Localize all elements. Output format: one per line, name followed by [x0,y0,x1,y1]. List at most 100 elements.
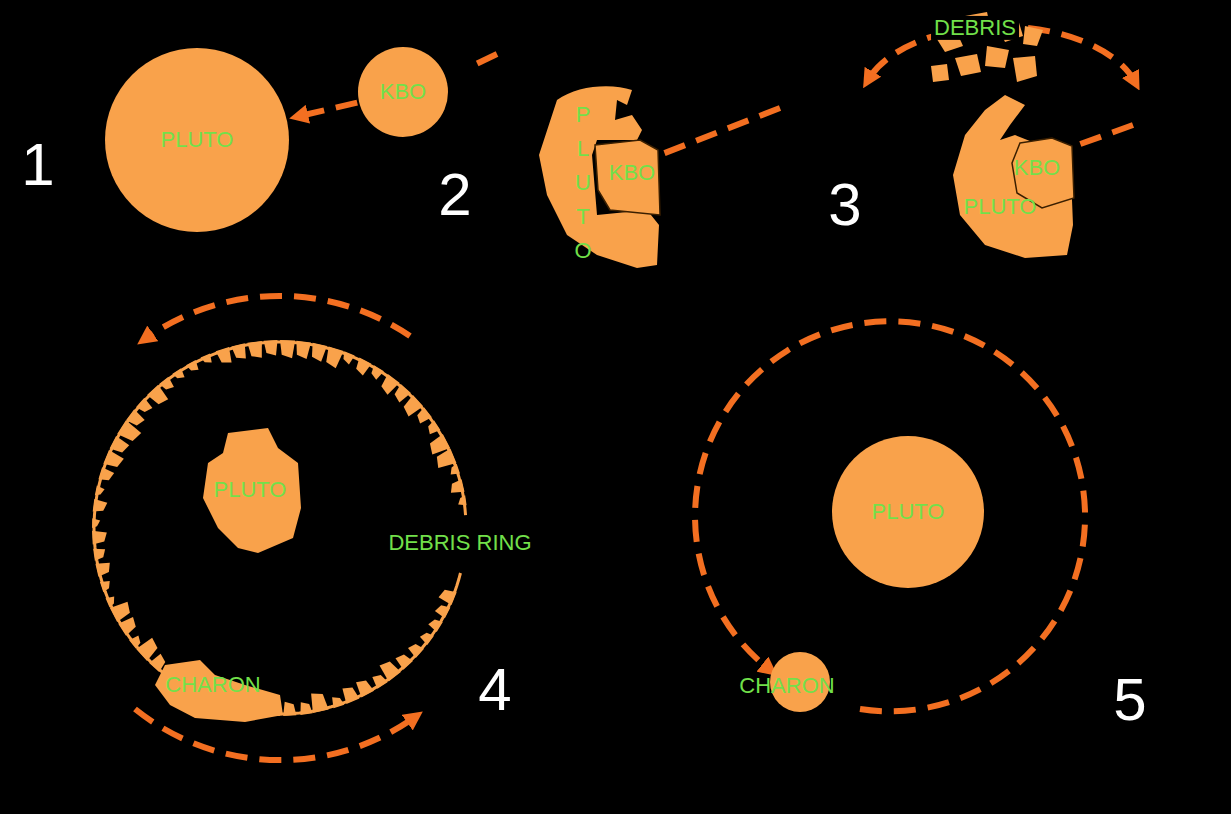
node-label: PLUTO [214,478,287,502]
merged-body [953,95,1073,258]
orbit-arrow [145,296,410,339]
ring-fragment [417,407,432,423]
merged-body: PLUTO KBO [945,95,1077,260]
ring-fragment [149,654,165,672]
ring-fragment [342,687,359,703]
ring-fragment [110,436,130,453]
node-label: PLUTO [872,500,945,524]
moon-blob: CHARON [155,660,285,725]
debris-ring: DEBRIS RING [90,338,470,718]
ring-fragment [92,518,100,528]
node-label: PLUTO [161,128,234,152]
ring-fragment [231,343,246,358]
debris-cloud: DEBRIS [925,6,1055,88]
ring-fragment [451,479,465,492]
ring-fragment [264,340,278,356]
ring-fragment [420,633,434,645]
ring-fragment [103,450,123,467]
ring-fragment [300,702,312,715]
debris-ring-outline [90,338,470,718]
shattered-planet [539,86,659,268]
ring-fragment [247,341,262,358]
node-label: DEBRIS RING [385,531,534,555]
ring-fragment [95,486,105,496]
callout-number: 1 [21,135,54,195]
ring-fragment [172,368,184,378]
ring-fragment [98,467,114,480]
ring-fragment [356,358,371,376]
ring-fragment [332,697,344,708]
ring-fragment [159,377,174,390]
ring-fragment [93,499,108,512]
planet-circle [832,436,984,588]
callout-number: 4 [478,660,511,720]
ring-fragment [428,420,440,434]
ring-fragment [186,360,199,370]
planet-blob [203,428,301,553]
ring-fragment [371,365,383,379]
node-label: DEBRIS [931,16,1019,40]
kbo-fragment: KBO [590,140,662,218]
planet-circle [105,48,289,232]
ring-fragment [372,675,388,689]
ring-fragment [435,605,450,618]
node-label: PLUTO [964,195,1037,219]
ring-fragment [93,549,105,561]
ring-fragment [280,340,295,358]
ring-fragment [126,409,145,425]
node-label: KBO [609,161,655,185]
debris-shard [985,46,1009,68]
ring-fragment [437,449,457,468]
planet-blob: PLUTO [198,428,303,556]
debris-shard [1023,26,1043,46]
kbo-fragment [595,140,660,215]
ring-fragment [296,341,311,359]
ring-fragment [311,694,329,714]
ring-fragment [92,531,107,545]
ring-fragment [95,563,109,577]
ring-line [94,342,466,714]
trajectory [652,108,780,158]
ring-fragment [451,464,460,475]
node-label: KBO [1014,156,1060,180]
orbit-arrow [135,709,415,760]
trajectory [468,54,497,68]
node-label: PLUTO [572,98,594,268]
kbo-circle [358,47,448,137]
ring-fragment [395,384,411,403]
node-label: CHARON [739,674,834,698]
ring-fragment [408,644,424,658]
kbo-circle: KBO [358,47,448,137]
node-label: CHARON [165,673,260,697]
planet-circle: PLUTO [832,436,984,588]
kbo-fragment [1012,138,1074,208]
ring-fragment [106,597,115,608]
debris-shard [931,64,949,82]
ring-fragment [439,590,457,605]
ring-fragment [396,654,413,669]
ring-fragment [100,581,110,592]
shattered-planet: PLUTO KBO [537,85,662,270]
ring-fragment [458,495,466,505]
trajectory-arrow [304,103,357,115]
planet-circle: PLUTO [105,48,289,232]
ring-fragment [136,398,152,412]
callout-number: 2 [438,165,471,225]
callout-number: 3 [828,175,861,235]
orbit-arrow [695,321,1085,711]
debris-shard [955,54,981,76]
node-label: KBO [380,80,426,104]
ring-fragment [356,680,374,697]
ring-fragment [201,353,212,362]
ring-fragment [118,617,135,636]
ring-fragment [343,351,354,364]
callout-number: 5 [1113,670,1146,730]
ring-fragment [312,343,327,362]
moon-blob [155,660,283,722]
ring-fragment [216,347,232,363]
moon-circle: CHARON [770,652,830,712]
ring-fragment [129,636,140,649]
ring-fragment [110,602,130,622]
ring-fragment [428,619,443,631]
